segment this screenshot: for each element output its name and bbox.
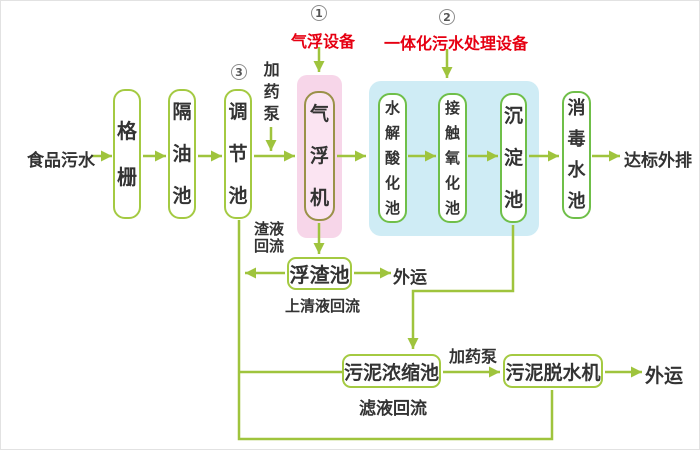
- scum-tank-label: 浮渣池: [289, 263, 350, 287]
- node-oil-separator: 隔油池: [168, 89, 196, 219]
- contact-oxidation-label: 接触氧化池: [444, 98, 460, 217]
- dosing-pump-bottom-label: 加药泵: [449, 343, 497, 367]
- marker-3-number: 3: [235, 65, 243, 79]
- hydrolysis-acidification-label: 水解酸化池: [384, 98, 400, 217]
- marker-2-label: 一体化污水处理设备: [384, 30, 528, 54]
- air-flotation-machine-label: 气浮机: [309, 103, 329, 209]
- scum-outbound-label: 外运: [393, 263, 427, 288]
- filtrate-reflux-text: 滤液回流: [359, 399, 427, 419]
- arrow-sedimentation-to-thickener: [407, 225, 515, 349]
- node-air-flotation-machine: 气浮机: [304, 91, 335, 221]
- sludge-outbound-text: 外运: [645, 365, 684, 387]
- marker-1-label: 气浮设备: [291, 28, 355, 52]
- marker-3-icon: 3: [231, 64, 247, 80]
- dosing-pump-bottom-text: 加药泵: [449, 347, 498, 366]
- sludge-outbound-label: 外运: [645, 361, 683, 388]
- marker-2-number: 2: [443, 10, 451, 24]
- node-scum-tank: 浮渣池: [287, 257, 352, 290]
- node-disinfection-tank: 消毒水池: [562, 91, 591, 219]
- node-discharge-label: 达标外排: [624, 146, 692, 171]
- supernatant-reflux-label: 上清液回流: [285, 295, 360, 316]
- filtrate-reflux-label: 滤液回流: [359, 394, 427, 419]
- node-sludge-dewatering-machine: 污泥脱水机: [503, 354, 603, 388]
- oil-separator-label: 隔油池: [172, 101, 192, 207]
- marker-1-icon: 1: [311, 5, 327, 21]
- node-sedimentation-tank: 沉淀池: [500, 93, 527, 223]
- node-grid: 格栅: [113, 89, 141, 219]
- node-sludge-thickening-tank: 污泥浓缩池: [342, 354, 441, 388]
- grid-label: 格栅: [117, 119, 137, 189]
- sludge-thickening-label: 污泥浓缩池: [344, 361, 440, 384]
- dosing-pump-top-text: 加药泵: [263, 60, 280, 123]
- marker-1-number: 1: [315, 6, 323, 20]
- node-contact-oxidation-tank: 接触氧化池: [438, 93, 467, 223]
- scum-outbound-text: 外运: [393, 268, 427, 288]
- sludge-dewatering-label: 污泥脱水机: [505, 361, 601, 384]
- line-filtrate-return-to-regulating: [237, 220, 554, 441]
- regulating-tank-label: 调节池: [228, 101, 248, 207]
- input-text: 食品污水: [27, 151, 95, 171]
- dosing-pump-top-label: 加药泵: [262, 59, 281, 125]
- slag-reflux-label: 渣液回流: [252, 221, 286, 255]
- disinfection-label: 消毒水池: [567, 98, 586, 212]
- node-input-label: 食品污水: [27, 146, 95, 171]
- node-regulating-tank: 调节池: [224, 89, 252, 219]
- supernatant-reflux-text: 上清液回流: [285, 297, 361, 315]
- marker-2-text: 一体化污水处理设备: [384, 34, 529, 53]
- marker-1-text: 气浮设备: [291, 32, 356, 51]
- marker-2-icon: 2: [439, 9, 455, 25]
- sedimentation-label: 沉淀池: [503, 105, 523, 211]
- discharge-text: 达标外排: [624, 151, 692, 171]
- node-hydrolysis-acidification-tank: 水解酸化池: [378, 93, 407, 223]
- slag-reflux-text: 渣液回流: [253, 220, 284, 255]
